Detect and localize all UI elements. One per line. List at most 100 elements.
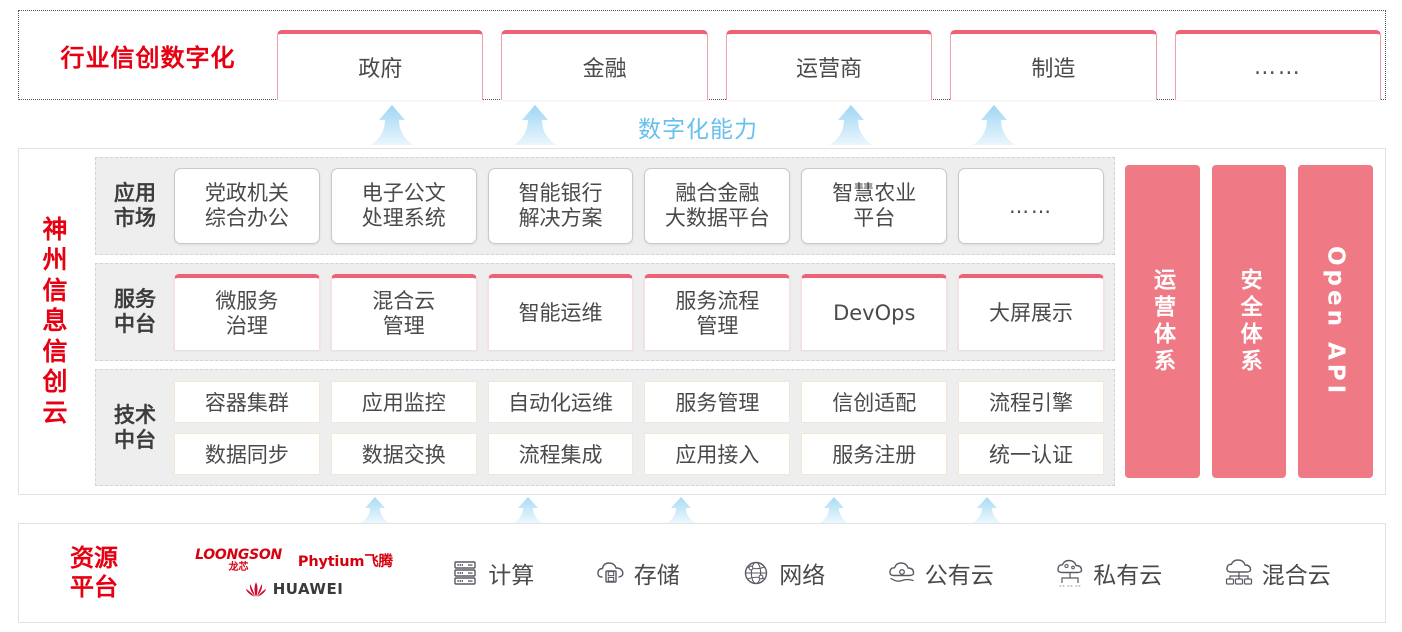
cloud-title-char: 息 xyxy=(42,306,68,336)
resource-arrow-band xyxy=(18,495,1386,525)
tech-card-app-access[interactable]: 应用接入 xyxy=(644,432,791,475)
layer-service-platform: 服务 中台 微服务治理 混合云管理 智能运维 服务流程管理 DevOps 大屏展… xyxy=(95,263,1115,361)
tech-card-process-engine[interactable]: 流程引擎 xyxy=(958,380,1104,423)
capability-label: 数字化能力 xyxy=(638,117,758,143)
arrow-up-icon xyxy=(358,497,392,525)
svc-card-smart-ops[interactable]: 智能运维 xyxy=(487,274,634,350)
layer-label-technical-platform: 技术 中台 xyxy=(96,403,174,453)
industry-section: 行业信创数字化 政府 金融 运营商 制造 …… xyxy=(18,10,1386,100)
vendor-logo-row: LOONGSON 龙芯 Phytium飞腾 xyxy=(195,548,393,573)
resource-platform-title: 资源 平台 xyxy=(19,544,169,602)
layer-label-line: 市场 xyxy=(114,206,156,230)
resource-item-label: 公有云 xyxy=(924,563,994,589)
layer-technical-platform: 技术 中台 容器集群 应用监控 自动化运维 服务管理 信创适配 流程引擎 xyxy=(95,369,1115,486)
app-card-edoc-system[interactable]: 电子公文处理系统 xyxy=(330,168,477,244)
private-cloud-icon xyxy=(1057,559,1083,587)
layer-label-line: 中台 xyxy=(114,427,156,452)
cloud-title-char: 云 xyxy=(42,397,68,427)
vendor-logo-group: LOONGSON 龙芯 Phytium飞腾 HUAWEI xyxy=(169,548,419,598)
arrow-up-icon xyxy=(973,105,1015,145)
tech-card-data-sync[interactable]: 数据同步 xyxy=(174,432,320,475)
tech-card-unified-auth[interactable]: 统一认证 xyxy=(958,432,1104,475)
layer-application-market: 应用 市场 党政机关综合办公 电子公文处理系统 智能银行解决方案 融合金融大数据… xyxy=(95,157,1115,255)
tech-card-app-monitoring[interactable]: 应用监控 xyxy=(330,380,477,423)
svc-card-big-screen-display[interactable]: 大屏展示 xyxy=(958,274,1104,350)
server-icon xyxy=(454,561,476,585)
cloud-title-char: 州 xyxy=(42,245,68,275)
service-platform-cards: 微服务治理 混合云管理 智能运维 服务流程管理 DevOps 大屏展示 xyxy=(174,264,1104,360)
arrow-up-icon xyxy=(514,105,556,145)
phytium-logo: Phytium飞腾 xyxy=(297,554,393,570)
tech-card-service-registry[interactable]: 服务注册 xyxy=(801,432,948,475)
resource-item-hybrid-cloud[interactable]: 混合云 xyxy=(1223,556,1331,590)
resource-item-compute[interactable]: 计算 xyxy=(449,556,534,590)
tech-card-data-exchange[interactable]: 数据交换 xyxy=(330,432,477,475)
layer-label-line: 应用 xyxy=(114,181,156,206)
tech-card-xinchuang-adaptation[interactable]: 信创适配 xyxy=(801,380,948,423)
network-globe-icon xyxy=(745,561,768,585)
svc-card-service-process-mgmt[interactable]: 服务流程管理 xyxy=(644,274,791,350)
arrow-up-icon xyxy=(511,497,545,525)
technical-platform-grid: 容器集群 应用监控 自动化运维 服务管理 信创适配 流程引擎 数据同步 数据交换… xyxy=(174,375,1104,481)
huawei-flower-icon xyxy=(245,581,266,597)
layer-label-line: 技术 xyxy=(114,402,156,427)
technical-platform-row: 容器集群 应用监控 自动化运维 服务管理 信创适配 流程引擎 xyxy=(174,380,1104,423)
pillar-label: Open API xyxy=(1322,245,1349,398)
industry-card-government[interactable]: 政府 xyxy=(277,30,484,100)
layer-label-application-market: 应用 市场 xyxy=(96,181,174,231)
resource-item-private-cloud[interactable]: 私有云 xyxy=(1054,556,1162,590)
app-card-more[interactable]: …… xyxy=(958,168,1104,244)
capability-arrow-band: 数字化能力 xyxy=(18,100,1386,145)
tech-card-process-integration[interactable]: 流程集成 xyxy=(487,432,634,475)
tech-card-service-management[interactable]: 服务管理 xyxy=(644,380,791,423)
cloud-platform-panel: 神 州 信 息 信 创 云 应用 市场 党政机关综合办公 电子公文处理系统 xyxy=(18,148,1386,495)
industry-card-more[interactable]: …… xyxy=(1174,30,1382,100)
pillar-operations-system[interactable]: 运营体系 xyxy=(1125,165,1200,478)
layer-label-line: 服务 xyxy=(114,287,156,312)
industry-card-finance[interactable]: 金融 xyxy=(501,30,708,100)
app-card-finance-bigdata[interactable]: 融合金融大数据平台 xyxy=(644,168,791,244)
loongson-logo-text-cn: 龙芯 xyxy=(228,562,249,573)
huawei-logo: HUAWEI xyxy=(245,580,344,598)
resource-item-list: 计算 存储 xyxy=(419,556,1385,590)
resource-item-label: 混合云 xyxy=(1261,563,1331,589)
layer-label-service-platform: 服务 中台 xyxy=(96,287,174,337)
tech-card-container-cluster[interactable]: 容器集群 xyxy=(174,380,320,423)
tech-card-automated-ops[interactable]: 自动化运维 xyxy=(487,380,634,423)
app-card-smart-bank[interactable]: 智能银行解决方案 xyxy=(487,168,634,244)
layer-label-line: 中台 xyxy=(114,312,156,336)
arrow-up-icon xyxy=(970,497,1004,525)
resource-item-label: 网络 xyxy=(779,563,826,589)
cloud-title-char: 神 xyxy=(42,214,68,244)
industry-section-title: 行业信创数字化 xyxy=(60,43,236,72)
cross-cutting-pillars: 运营体系 安全体系 Open API xyxy=(1123,157,1375,486)
resource-item-label: 存储 xyxy=(633,563,680,589)
pillar-open-api[interactable]: Open API xyxy=(1298,165,1374,478)
cloud-title-char: 创 xyxy=(42,367,68,397)
resource-platform-panel: 资源 平台 LOONGSON 龙芯 Phytium飞腾 xyxy=(18,523,1386,623)
arrow-up-icon xyxy=(817,497,851,525)
technical-platform-row: 数据同步 数据交换 流程集成 应用接入 服务注册 统一认证 xyxy=(174,432,1104,475)
svc-card-microservice-governance[interactable]: 微服务治理 xyxy=(174,274,320,350)
cloud-platform-title: 神 州 信 息 信 创 云 xyxy=(19,149,91,494)
app-card-smart-agriculture[interactable]: 智慧农业平台 xyxy=(801,168,948,244)
industry-card-list: 政府 金融 运营商 制造 …… xyxy=(277,10,1385,100)
industry-card-manufacturing[interactable]: 制造 xyxy=(950,30,1157,100)
resource-title-line: 资源 xyxy=(70,544,118,573)
svc-card-devops[interactable]: DevOps xyxy=(801,274,948,350)
resource-item-network[interactable]: 网络 xyxy=(740,556,825,590)
svc-card-hybrid-cloud-mgmt[interactable]: 混合云管理 xyxy=(330,274,477,350)
resource-item-storage[interactable]: 存储 xyxy=(595,556,680,590)
public-cloud-icon xyxy=(889,562,914,582)
resource-item-label: 计算 xyxy=(488,563,535,589)
loongson-logo-text-en: LOONGSON xyxy=(195,547,282,563)
pillar-security-system[interactable]: 安全体系 xyxy=(1211,165,1287,478)
arrow-up-icon xyxy=(664,497,698,525)
industry-card-telecom[interactable]: 运营商 xyxy=(725,30,933,100)
resource-item-label: 私有云 xyxy=(1093,563,1163,589)
cloud-title-char: 信 xyxy=(42,336,68,366)
app-card-government-office[interactable]: 党政机关综合办公 xyxy=(174,168,320,244)
hybrid-cloud-icon xyxy=(1225,559,1252,585)
resource-item-public-cloud[interactable]: 公有云 xyxy=(886,556,994,590)
